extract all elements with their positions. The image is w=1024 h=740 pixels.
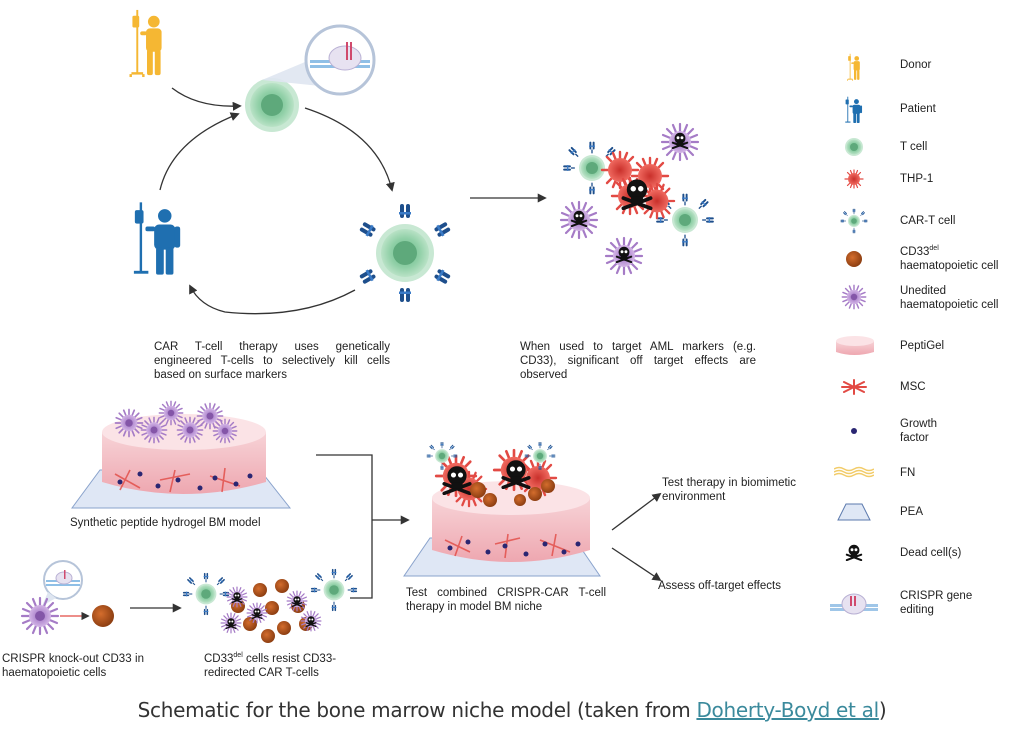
legend-peptigel-label: PeptiGel [900,340,945,352]
legend [830,53,878,615]
legend-growth-label: Growth factor [900,418,938,444]
legend-crispr-label: CRISPR gene editing [900,590,973,616]
cart-cell-large [359,204,451,302]
cd33-resist-label: CD33del cells resist CD33-redirected CAR… [204,652,354,680]
hydrogel-model [71,400,292,509]
legend-unedited-icon [841,284,867,310]
patient-icon [133,202,181,275]
legend-pea-icon [837,503,871,521]
crispr-knockout [20,560,114,636]
schematic-figure [20,9,878,643]
legend-cart-label: CAR-T cell [900,215,956,227]
legend-pea-label: PEA [900,506,924,518]
legend-growth-icon [851,428,857,434]
legend-donor-label: Donor [900,59,932,71]
car-t-description: CAR T-cell therapy uses genetically engi… [154,341,390,381]
legend-cd33-label: CD33del haematopoietic cell [900,245,1020,273]
legend-thp1-label: THP-1 [900,173,934,185]
legend-dead-icon [845,543,863,561]
legend-donor-icon [847,53,860,81]
legend-tcell-label: T cell [900,141,928,153]
legend-cd33-icon [846,251,862,267]
donor-icon [129,9,162,78]
resist-cluster [183,569,357,643]
cd33-prefix: CD33 [204,653,234,665]
assess-off-target-label: Assess off-target effects [658,580,781,592]
crispr-callout [262,24,376,96]
caption-suffix: ) [878,698,887,722]
legend-fn-icon [834,466,874,478]
legend-thp1-icon [844,169,864,189]
caption-text: Schematic for the bone marrow niche mode… [137,698,697,722]
cd33-suffix: cells resist CD33-redirected CAR T-cells [204,653,337,679]
crispr-knockout-label: CRISPR knock-out CD33 in haematopoietic … [2,653,144,679]
legend-unedited-label: Unedited haematopoietic cell [900,285,999,311]
combined-model [403,442,601,577]
figure-caption: Schematic for the bone marrow niche mode… [0,698,1024,722]
legend-cd33-main: CD33 [900,246,930,258]
legend-cd33-rest: haematopoietic cell [900,260,999,272]
legend-msc-icon [841,379,867,395]
legend-fn-label: FN [900,467,916,479]
combined-label: Test combined CRISPR-CAR T-cell therapy … [406,587,606,613]
hydrogel-label: Synthetic peptide hydrogel BM model [70,517,261,529]
cd33-superscript: del [233,652,243,660]
test-therapy-label: Test therapy in biomimetic environment [662,477,796,503]
caption-link[interactable]: Doherty-Boyd et al [696,698,879,722]
legend-crispr-icon [830,593,878,615]
aml-cluster [559,122,714,276]
legend-patient-label: Patient [900,103,936,115]
legend-tcell-icon [845,138,863,156]
legend-msc-label: MSC [900,381,926,393]
tcell-top [245,78,299,132]
legend-cart-icon [841,209,868,234]
legend-dead-label: Dead cell(s) [900,547,962,559]
legend-peptigel-icon [836,336,874,355]
legend-patient-icon [845,96,863,123]
aml-description: When used to target AML markers (e.g. CD… [520,341,756,381]
legend-cd33-sup: del [929,245,939,253]
